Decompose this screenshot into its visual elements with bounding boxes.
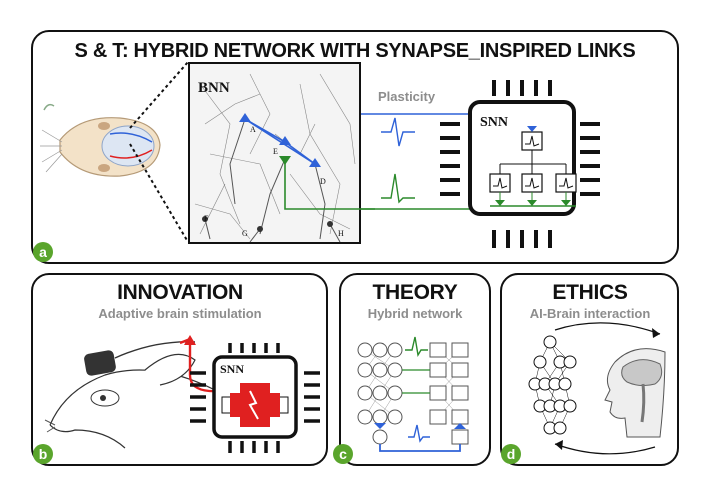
rat-head-illustration (40, 103, 161, 177)
neuron-label-g: G (242, 229, 248, 238)
plasticity-label: Plasticity (378, 89, 436, 104)
neuron-label-e: E (273, 147, 278, 156)
panel-a-title: S & T: HYBRID NETWORK WITH SYNAPSE_INSPI… (74, 40, 636, 62)
snn-label-a: SNN (480, 115, 508, 130)
snn-label-b: SNN (220, 362, 244, 376)
bnn-micrograph (188, 62, 361, 244)
neuron-label-h: H (338, 229, 344, 238)
snn-chip-a: SNN (440, 80, 600, 248)
neuron-label-d: D (320, 177, 326, 186)
panel-d-title: ETHICS (552, 281, 628, 304)
panel-d-subtitle: AI-Brain interaction (529, 306, 651, 321)
panel-b-subtitle: Adaptive brain stimulation (98, 306, 262, 321)
panel-c-subtitle: Hybrid network (367, 306, 463, 321)
panel-c-title: THEORY (372, 281, 458, 304)
panel-b-title: INNOVATION (117, 281, 243, 304)
badge-c: c (333, 444, 353, 464)
rat-side-illustration (44, 341, 216, 449)
hybrid-network-diagram (357, 336, 469, 452)
neuron-label-a: A (250, 125, 256, 134)
badge-d: d (501, 444, 521, 464)
badge-a: a (33, 242, 53, 262)
neuron-label-f: F (204, 214, 209, 223)
snn-chip-b: SNN (190, 343, 320, 453)
badge-b: b (33, 444, 53, 464)
bnn-label: BNN (198, 80, 230, 96)
zoom-lines (129, 61, 189, 243)
bnn-neuron-drawing: BNN A E D F G H (194, 73, 375, 243)
ai-brain-interaction-diagram (528, 322, 666, 455)
